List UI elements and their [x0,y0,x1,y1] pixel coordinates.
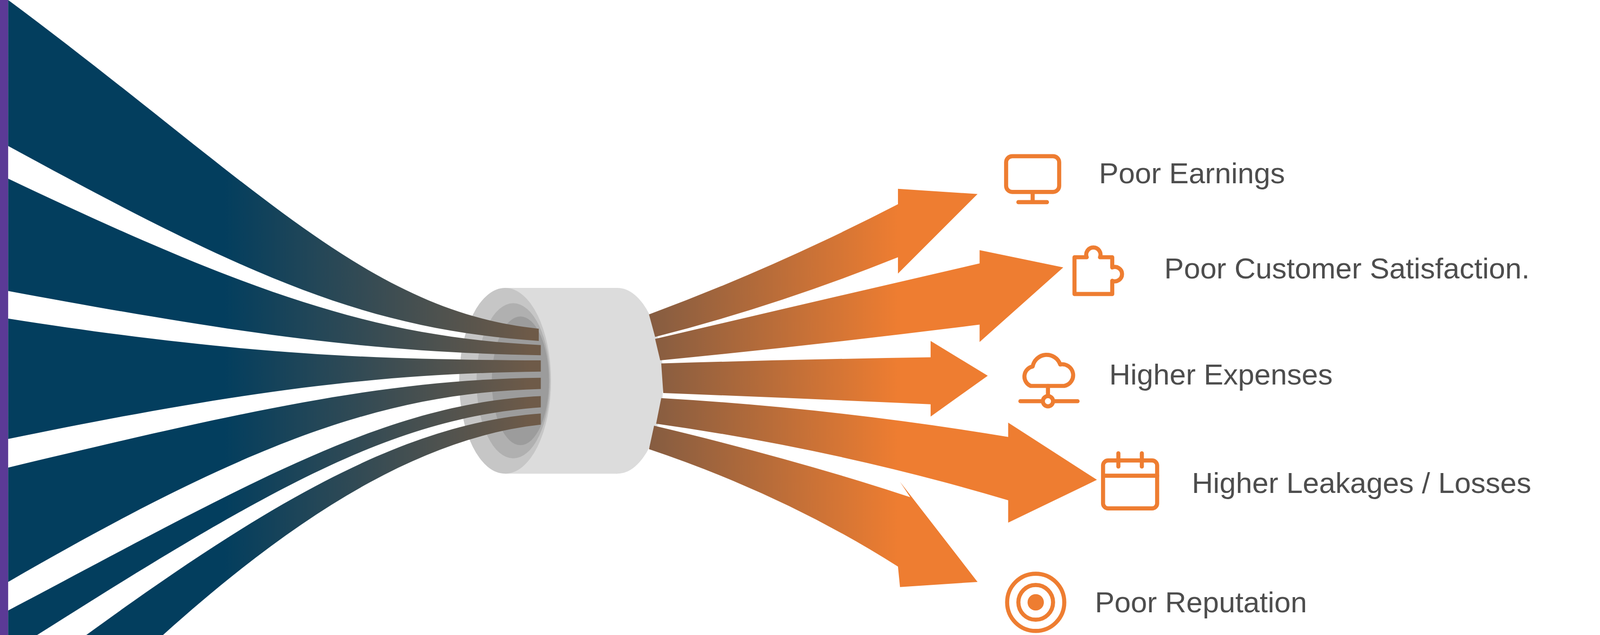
target-center [1029,595,1042,609]
target-ring [1007,573,1065,632]
input-band [8,178,541,356]
calendar-line [1102,473,1157,478]
output-arrow [648,425,978,587]
output-arrow [655,249,1064,361]
outcome-label: Poor Earnings [1099,155,1286,191]
monitor-icon [1005,156,1059,203]
calendar-body [1102,460,1157,508]
outcome-label: Poor Customer Satisfaction. [1164,250,1530,286]
input-band [61,413,541,635]
outcome-label: Higher Expenses [1109,356,1333,392]
cloud-link [1054,399,1078,404]
cloud-icon [1020,354,1078,407]
cloud-node [1042,396,1054,407]
calendar-tab [1139,453,1145,467]
cloud-shape [1024,354,1074,386]
cloud-link [1020,399,1042,404]
calendar-tab [1116,453,1121,467]
monitor-base [1018,200,1047,205]
monitor-stand [1030,191,1035,201]
outcome-label: Higher Leakages / Losses [1191,464,1532,500]
monitor-screen [1005,156,1059,192]
output-arrows [648,188,1097,587]
target-ring [1018,584,1053,620]
target-icon [1007,573,1065,632]
input-band [8,396,541,635]
side-strip [0,0,9,635]
puzzle-icon [1074,247,1122,294]
input-bands [8,0,541,635]
calendar-icon [1102,453,1157,508]
outcome-label: Poor Reputation [1094,584,1307,620]
icons [1005,156,1157,632]
